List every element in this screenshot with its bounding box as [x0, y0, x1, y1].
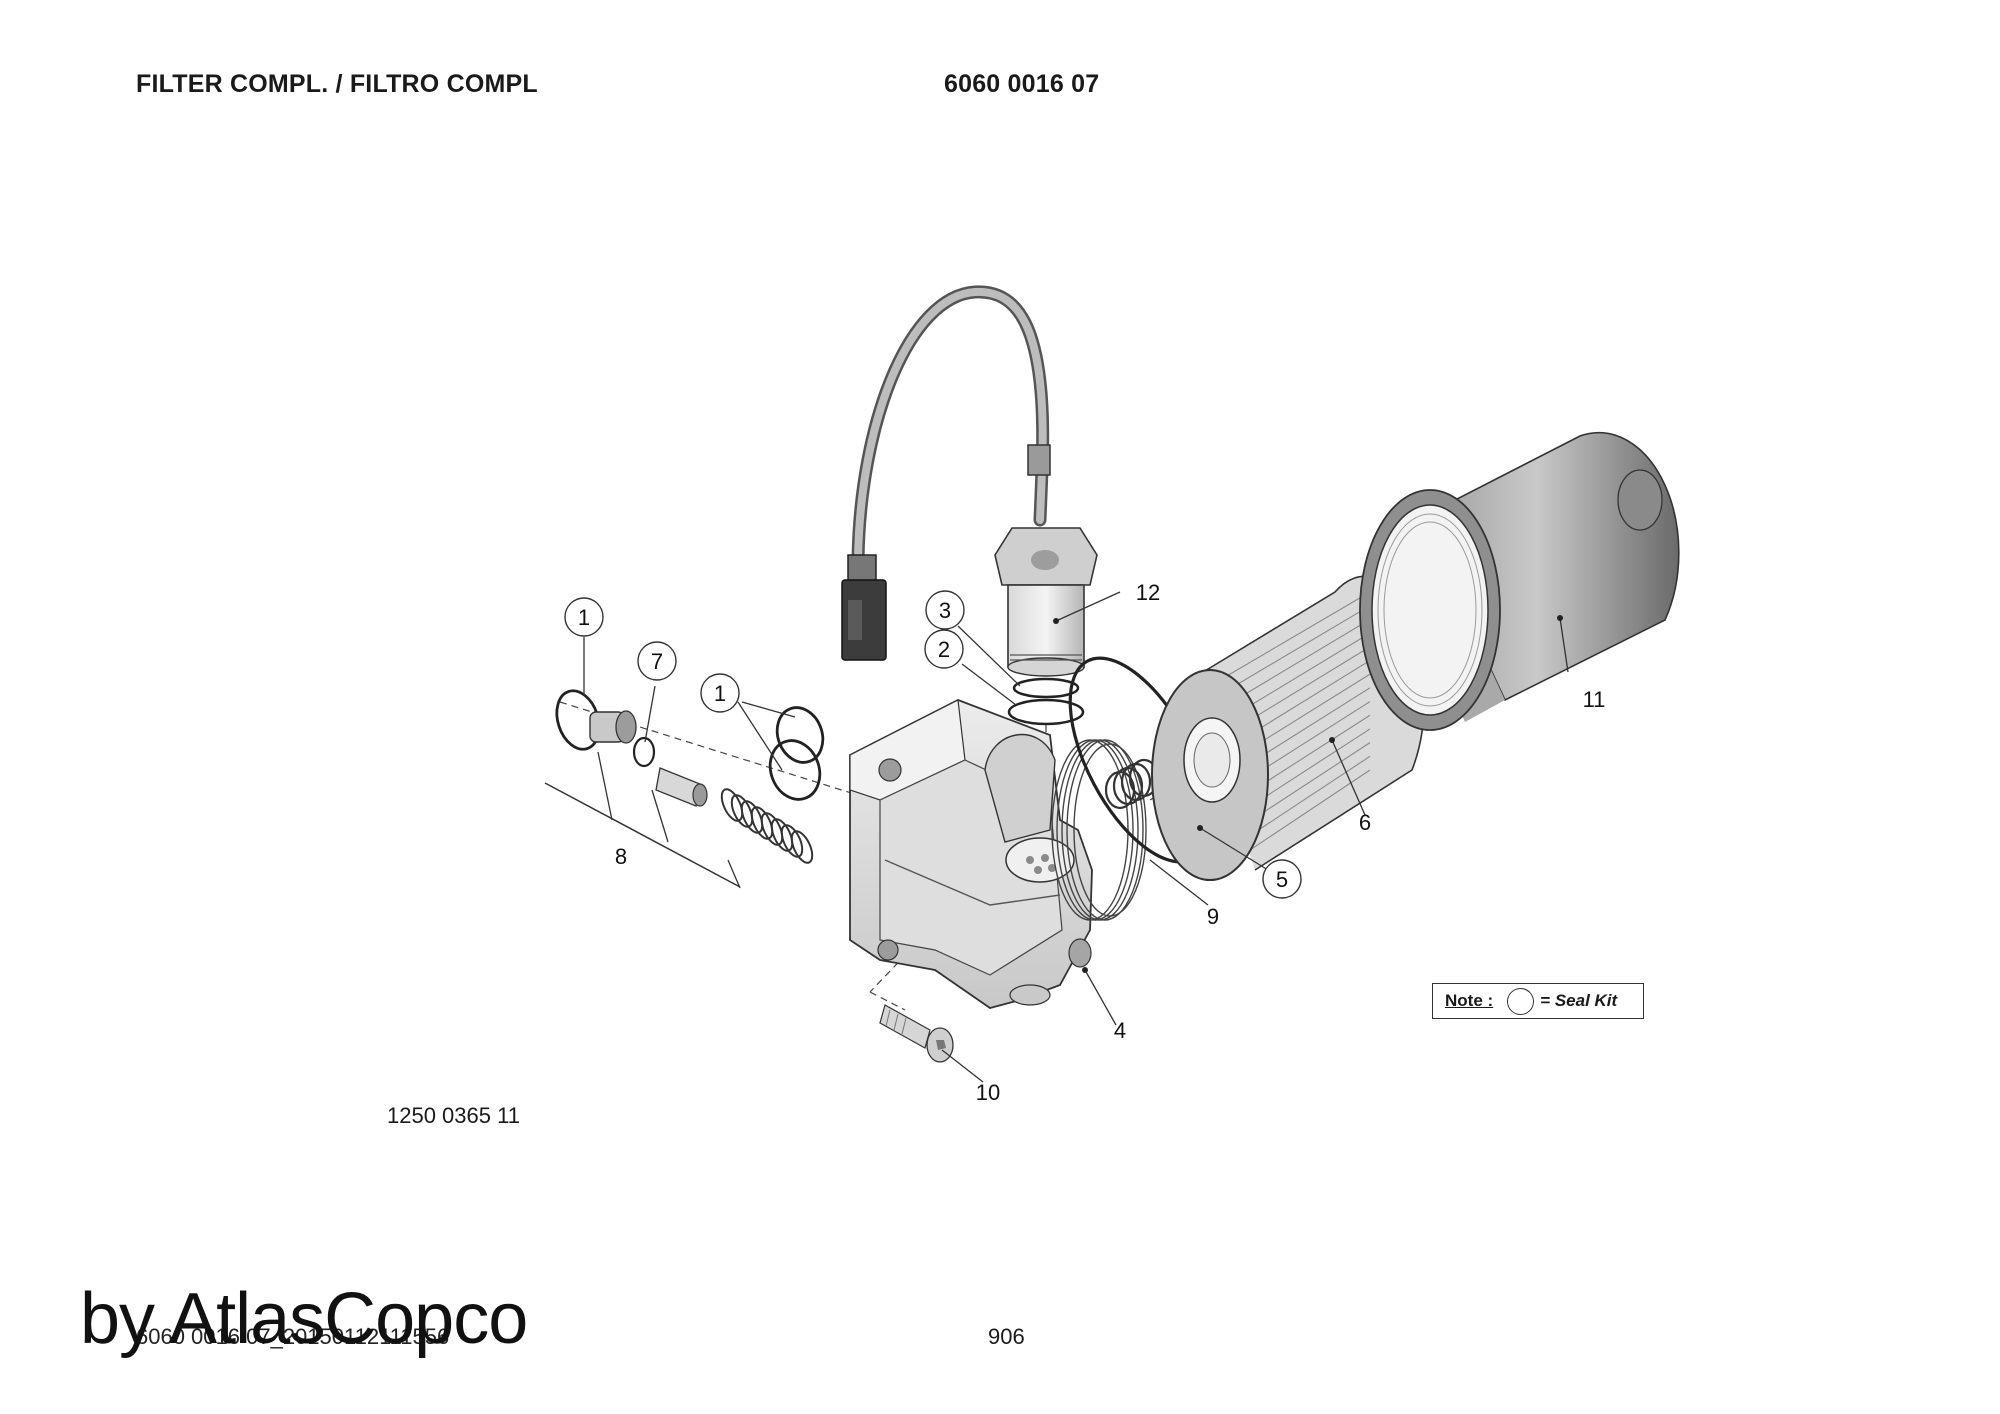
pleat-line — [1219, 591, 1371, 681]
sensor-cable — [851, 285, 1051, 567]
callout-6: 6 — [1359, 810, 1371, 835]
callout-10: 10 — [976, 1080, 1000, 1105]
callout-leader-lines — [583, 591, 1569, 1083]
callout-2: 2 — [938, 637, 950, 662]
callout-3: 3 — [939, 598, 951, 623]
electrical-connector — [841, 554, 887, 661]
callout-labels: 1 7 1 3 2 12 11 6 5 9 8 4 10 — [564, 580, 1606, 1105]
note-text: = Seal Kit — [1540, 991, 1618, 1010]
leader-dots — [1053, 615, 1563, 973]
note-label: Note : — [1445, 991, 1494, 1010]
callout-11: 11 — [1583, 687, 1606, 712]
cap-screw-part-10 — [879, 1004, 954, 1063]
callout-8: 8 — [615, 844, 627, 869]
spring-coil — [790, 830, 814, 864]
drawing-reference: 1250 0365 11 — [387, 1103, 520, 1128]
filter-head-body-part-4 — [849, 699, 1147, 1009]
callout-1b: 1 — [714, 681, 726, 706]
callout-9: 9 — [1207, 904, 1219, 929]
file-reference: 6060 0016 07_20150112111556 — [136, 1324, 450, 1349]
page-number: 906 — [988, 1324, 1025, 1349]
seal-kit-circle-icon — [1507, 987, 1535, 1015]
o-ring-sensor-seals — [1007, 677, 1085, 726]
callout-7: 7 — [651, 649, 663, 674]
sensor-part-12 — [994, 527, 1098, 677]
brand-watermark: by AtlasCopco — [80, 1279, 528, 1359]
callout-12: 12 — [1136, 580, 1160, 605]
callout-4: 4 — [1114, 1018, 1126, 1043]
callout-1a: 1 — [578, 605, 590, 630]
document-number: 6060 0016 07 — [944, 70, 1100, 98]
page-title: FILTER COMPL. / FILTRO COMPL — [136, 70, 538, 98]
spring-part-9 — [1104, 758, 1160, 810]
seal-kit-note: Note : = Seal Kit — [1432, 983, 1644, 1019]
pleat-line — [1219, 605, 1371, 696]
filter-bowl-part-11 — [1359, 431, 1680, 731]
callout-5: 5 — [1276, 867, 1288, 892]
valve-parts-group — [544, 689, 825, 889]
